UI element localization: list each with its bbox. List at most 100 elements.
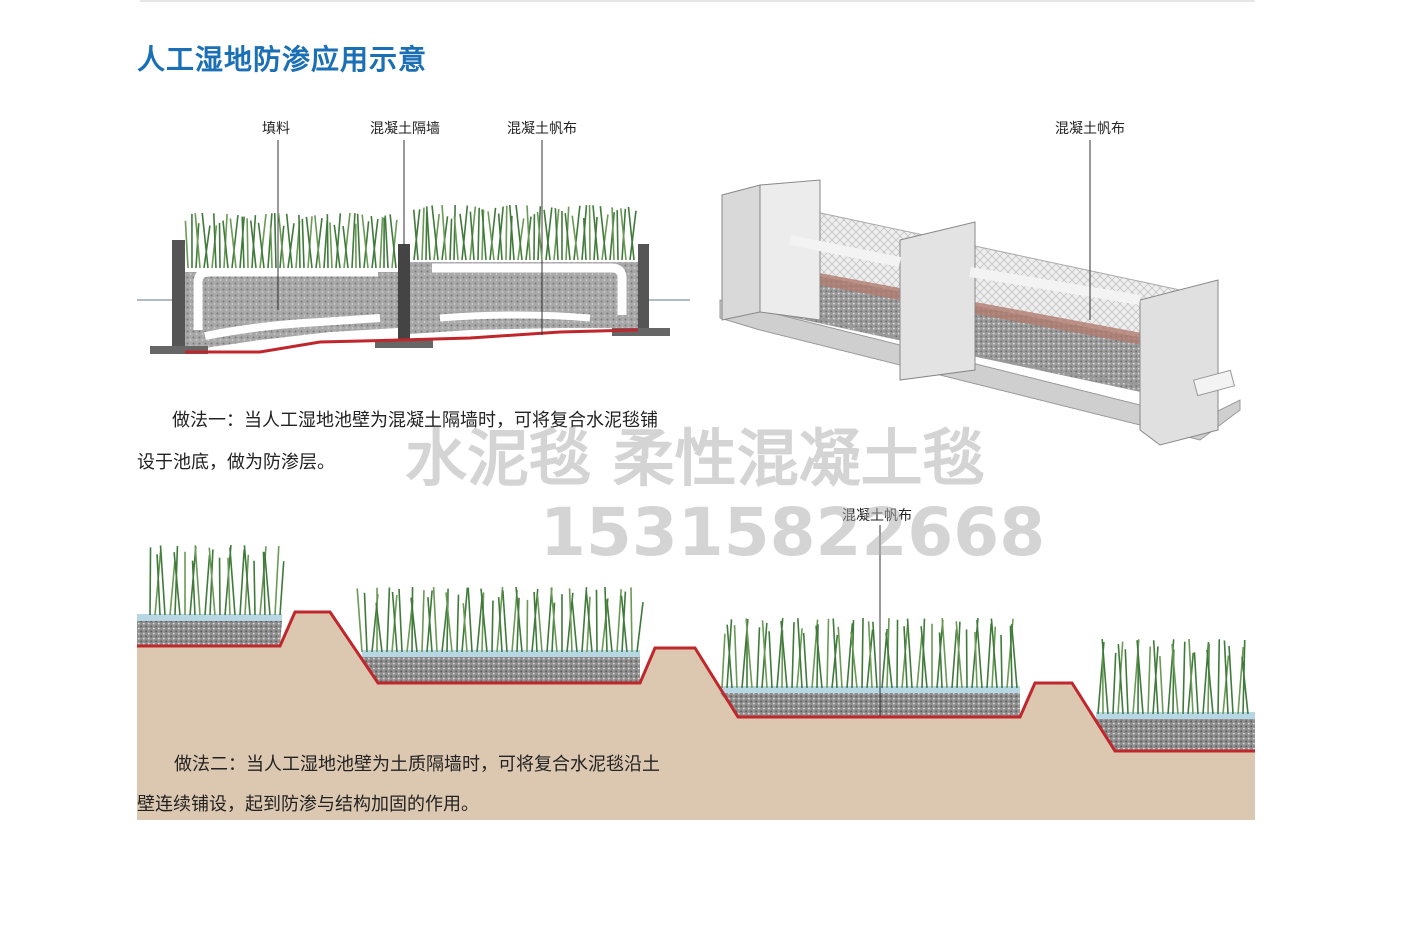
reed-plant: [816, 624, 819, 689]
reed-plant: [201, 212, 209, 269]
reed-plant: [462, 603, 468, 653]
reed-plant: [1147, 646, 1152, 715]
reed-plant: [285, 213, 293, 269]
reed-plant: [573, 205, 581, 261]
reed-plant: [780, 620, 788, 689]
reed-plant: [273, 212, 277, 269]
reed-plant: [184, 220, 189, 269]
reed-plant: [550, 587, 558, 653]
reed-plant: [384, 215, 389, 269]
reed-plant: [1124, 649, 1129, 715]
reed-plant: [903, 626, 908, 689]
reed-plant: [412, 209, 419, 261]
reed-plant: [375, 602, 383, 653]
reed-plant: [508, 205, 515, 261]
reed-plant: [509, 215, 513, 261]
reed-plant: [1171, 643, 1179, 715]
reed-plant: [726, 624, 733, 689]
reed-plant: [314, 215, 321, 269]
reed-plant: [227, 557, 231, 616]
reed-plant: [343, 212, 351, 269]
reed-plant: [837, 626, 843, 689]
reed-plant: [1112, 652, 1117, 715]
reed-plant: [301, 218, 305, 269]
label-concrete-canvas-2: 混凝土帆布: [1055, 121, 1125, 137]
reed-plant: [1117, 643, 1124, 715]
reed-plant: [410, 597, 418, 653]
reed-plant: [253, 560, 256, 616]
reed-plant: [411, 587, 414, 653]
reed-plant: [1182, 641, 1186, 715]
reed-plant: [269, 225, 273, 269]
reed-plant: [274, 546, 280, 616]
reed-plant: [629, 210, 637, 261]
reed-plant: [896, 619, 899, 689]
reed-plant: [433, 213, 440, 261]
reed-plant: [515, 586, 523, 653]
reed-plant: [333, 224, 341, 269]
method1-line2: 设于池底，做为防渗层。: [137, 452, 335, 473]
reed-plant: [545, 207, 553, 261]
method2-line1: 做法二：当人工湿地池壁为土质隔墙时，可将复合水泥毯沿土: [174, 754, 660, 775]
reed-plant: [421, 590, 425, 653]
reed-plant: [379, 217, 384, 269]
reed-plant: [241, 216, 245, 269]
reed-plant: [427, 597, 433, 653]
reed-plant: [356, 588, 363, 653]
reed-plant: [335, 213, 342, 269]
reed-plant: [445, 592, 453, 653]
reed-plant: [526, 205, 531, 261]
reed-plant: [916, 635, 923, 689]
pipe-right: [432, 263, 627, 315]
reed-plant: [432, 587, 438, 653]
reed-plant: [595, 589, 598, 653]
reed-plant: [990, 618, 998, 689]
reed-plant: [592, 205, 599, 261]
reed-plant: [298, 214, 301, 269]
concrete-wall-left: [172, 240, 185, 346]
reed-plant: [850, 631, 858, 689]
reed-plant: [1237, 646, 1245, 715]
reed-plant: [173, 552, 181, 616]
concrete-canvas-membrane: [185, 328, 639, 354]
reed-plant: [606, 599, 613, 653]
top-border-line: [140, 0, 1255, 2]
reed-plant: [441, 204, 447, 261]
reed-plant: [885, 632, 893, 689]
reed-plant: [363, 592, 368, 653]
reed-plant: [243, 545, 251, 616]
reed-plant: [459, 213, 467, 261]
reed-plant: [231, 214, 239, 269]
reed-plant: [389, 214, 397, 269]
reed-plant: [1193, 652, 1199, 715]
reed-plant: [421, 207, 425, 261]
reed-plant: [566, 592, 574, 653]
reed-plant: [776, 617, 784, 689]
method1-line1: 做法一：当人工湿地池壁为混凝土隔墙时，可将复合水泥毯铺: [172, 410, 658, 431]
reed-plant: [1228, 645, 1234, 715]
reed-plant: [986, 623, 992, 689]
reed-plant: [149, 547, 152, 616]
reed-plant: [941, 618, 948, 689]
reed-plant: [211, 225, 218, 269]
reed-plant: [733, 625, 738, 689]
reed-plant: [481, 592, 485, 653]
concrete-wall-middle: [398, 244, 410, 346]
reed-plant: [305, 216, 313, 269]
reed-plant: [516, 597, 520, 653]
reed-plant: [951, 628, 958, 689]
reed-plant: [169, 561, 176, 616]
reed-plant: [826, 618, 830, 689]
reed-plant: [517, 218, 525, 261]
reed-plant: [239, 549, 245, 616]
reed-plant: [307, 216, 313, 269]
reed-plant: [906, 618, 913, 689]
reed-plant: [249, 220, 257, 269]
reed-plant: [502, 590, 508, 653]
reed-plant: [551, 602, 556, 653]
soil-body: [137, 612, 1255, 820]
label-fill: 填料: [262, 121, 290, 137]
reed-plant: [480, 588, 488, 653]
reed-plant: [1206, 649, 1214, 715]
